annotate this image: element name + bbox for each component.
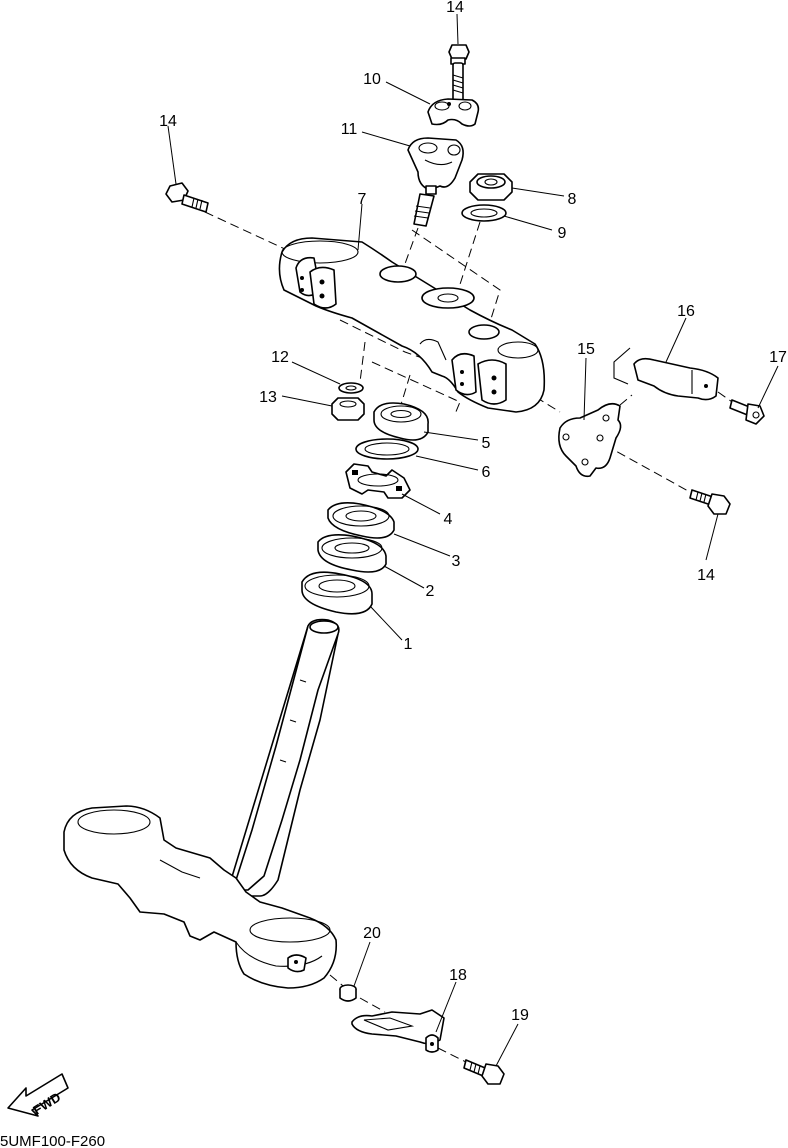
bolt-14-right (689, 489, 731, 515)
leader-lines (167, 13, 779, 1067)
callout-15: 15 (577, 341, 595, 358)
callout-20: 20 (363, 925, 381, 942)
bearing-2 (317, 534, 387, 573)
fwd-arrow-icon: FWD (7, 1073, 69, 1118)
callout-11: 11 (341, 121, 358, 138)
callout-labels: 14 10 11 14 7 8 9 16 15 17 12 13 5 6 4 3… (159, 0, 787, 1024)
handlebar-holder-lower-11 (407, 137, 464, 227)
callout-17: 17 (769, 349, 787, 366)
bolt-14-top (448, 44, 470, 104)
bearing-3 (327, 502, 395, 539)
washer-12 (338, 382, 364, 394)
upper-bracket-7 (278, 237, 546, 413)
bracket-plate-15 (558, 402, 622, 478)
callout-14-left: 14 (159, 113, 177, 130)
collar-20 (339, 984, 357, 1002)
steering-stem-nut-8 (469, 173, 513, 201)
washer-6 (355, 438, 419, 460)
callout-14-right: 14 (697, 567, 715, 584)
callout-6: 6 (482, 464, 491, 481)
callout-1: 1 (404, 636, 413, 653)
hose-guide-18 (351, 1009, 445, 1053)
nut-13 (331, 397, 365, 421)
diagram-code: 5UMF100-F260 (0, 1133, 105, 1148)
bolt-14-left (165, 182, 209, 213)
under-bracket-stem (63, 618, 340, 989)
handlebar-holder-upper-10 (427, 98, 480, 127)
ring-nut-4 (345, 463, 411, 499)
callout-13: 13 (259, 389, 277, 406)
cable-holder-16 (613, 347, 719, 401)
bearing-1 (301, 571, 373, 615)
callout-9: 9 (558, 225, 567, 242)
callout-4: 4 (444, 511, 453, 528)
callout-3: 3 (452, 553, 461, 570)
callout-5: 5 (482, 435, 491, 452)
bolt-17 (729, 399, 765, 425)
callout-18: 18 (449, 967, 467, 984)
callout-8: 8 (568, 191, 577, 208)
washer-9 (461, 204, 507, 222)
callout-10: 10 (363, 71, 381, 88)
bearing-cover-5 (373, 402, 429, 441)
callout-2: 2 (426, 583, 435, 600)
callout-16: 16 (677, 303, 695, 320)
callout-14-top: 14 (446, 0, 464, 16)
callout-19: 19 (511, 1007, 529, 1024)
bolt-19 (463, 1059, 505, 1085)
callout-7: 7 (358, 191, 367, 208)
callout-12: 12 (271, 349, 289, 366)
